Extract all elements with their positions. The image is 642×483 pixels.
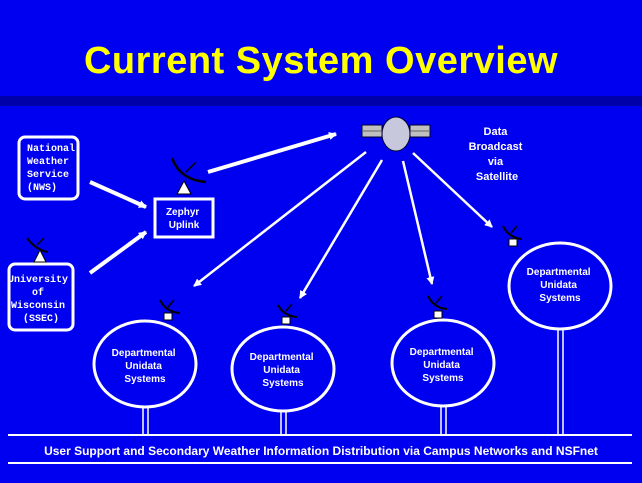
satellite-note: Data Broadcast via Satellite — [469, 126, 526, 183]
satellite-note-line: via — [488, 156, 504, 168]
department-node: Departmental Unidata Systems — [390, 318, 496, 408]
footer-caption: User Support and Secondary Weather Infor… — [44, 444, 598, 458]
satellite-dish-icon — [427, 295, 448, 319]
department-label: Departmental Unidata Systems — [112, 348, 179, 385]
arrow-ssec-to-uplink — [88, 230, 148, 275]
ssec-label: University of Wisconsin (SSEC) — [8, 274, 74, 325]
satellite-dish-icon — [502, 225, 523, 247]
department-label: Departmental Unidata Systems — [250, 352, 317, 389]
satellite-dish-icon — [170, 157, 207, 195]
network-connectors — [142, 329, 564, 434]
title-band — [0, 96, 642, 106]
ssec-source-box: University of Wisconsin (SSEC) — [7, 262, 75, 332]
department-label: Departmental Unidata Systems — [527, 267, 594, 304]
satellite-dish-icon — [26, 237, 49, 263]
downlink-arrow-1 — [193, 151, 367, 287]
arrow-uplink-to-satellite — [207, 132, 337, 174]
satellite-note-line: Data — [484, 126, 509, 138]
satellite-dish-icon — [159, 299, 181, 321]
nws-label: National Weather Service (NWS) — [27, 143, 81, 194]
department-node: Departmental Unidata Systems — [92, 319, 198, 409]
page-title: Current System Overview — [83, 40, 559, 82]
satellite-dish-icon — [277, 303, 298, 325]
department-node: Departmental Unidata Systems — [507, 241, 613, 331]
satellite-icon — [361, 116, 431, 152]
downlink-arrow-2 — [298, 159, 384, 299]
zephyr-uplink-box: Zephyr Uplink — [153, 197, 215, 239]
uplink-label: Zephyr Uplink — [166, 207, 202, 231]
downlink-arrow-4 — [412, 152, 493, 228]
satellite-note-line: Broadcast — [469, 141, 523, 153]
nws-source-box: National Weather Service (NWS) — [17, 135, 81, 201]
department-node: Departmental Unidata Systems — [230, 325, 336, 413]
downlink-arrows — [193, 151, 493, 299]
downlink-arrow-3 — [401, 160, 435, 285]
arrow-nws-to-uplink — [89, 180, 147, 209]
department-label: Departmental Unidata Systems — [410, 347, 477, 384]
satellite-note-line: Satellite — [476, 171, 518, 183]
